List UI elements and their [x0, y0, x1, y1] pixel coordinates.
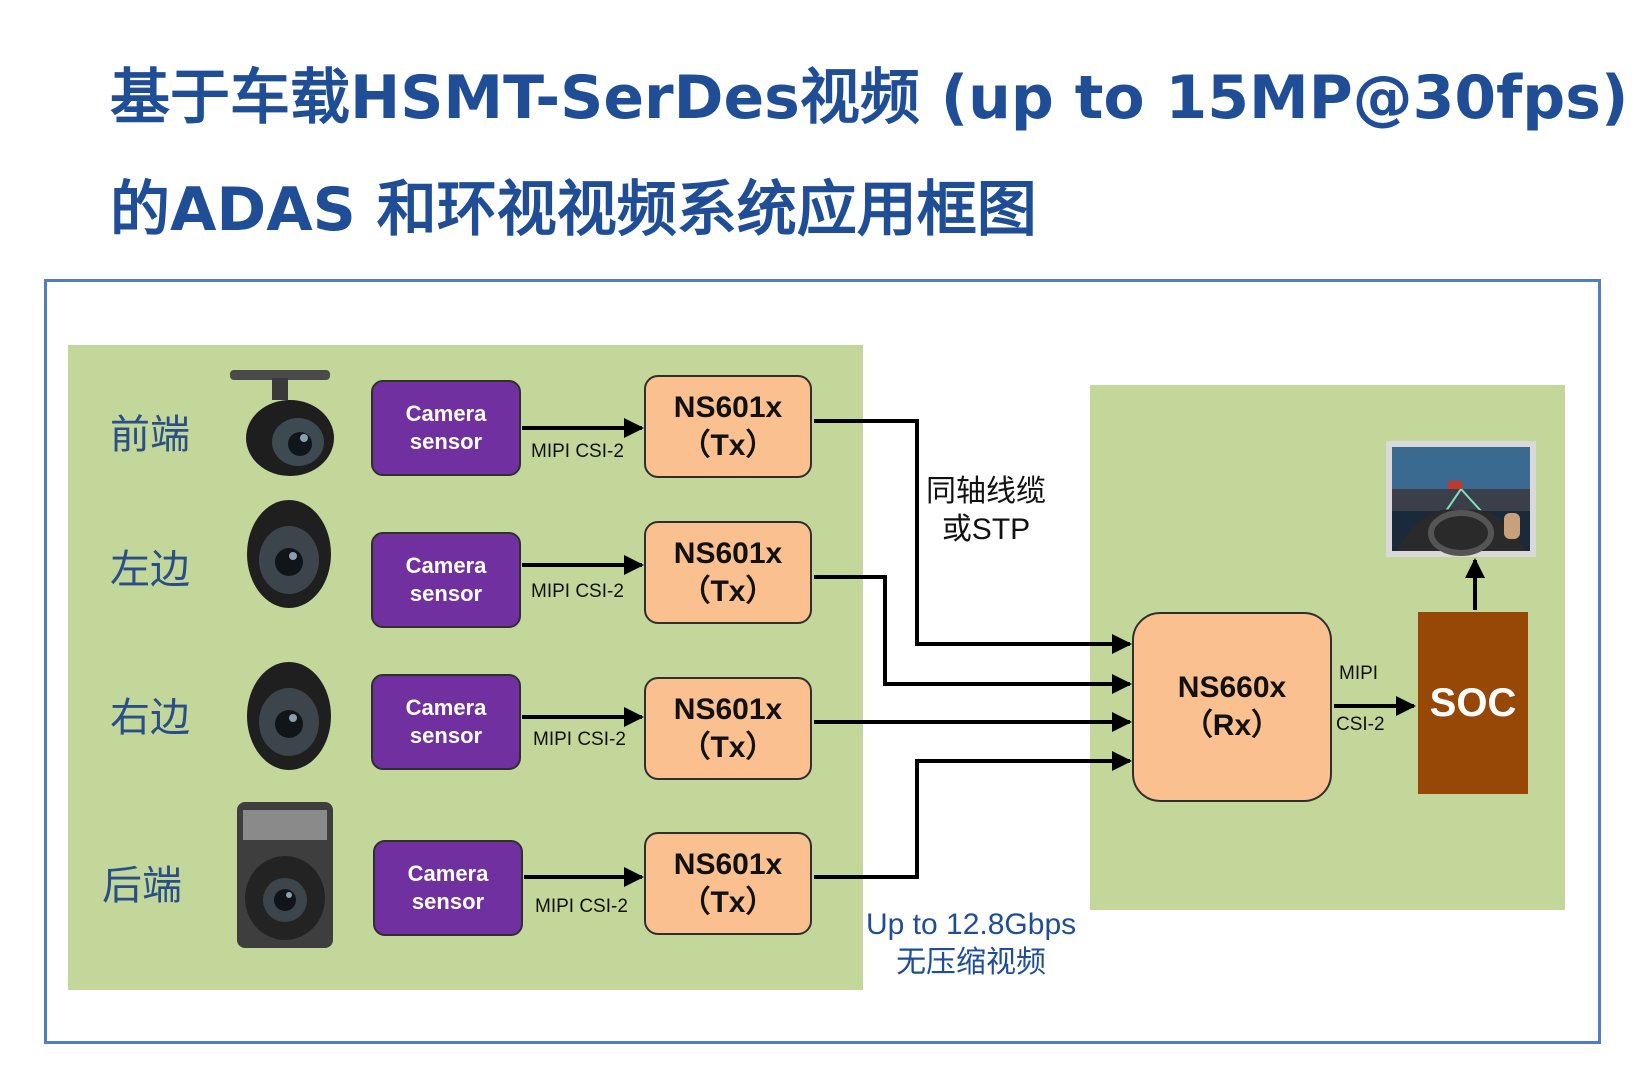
camera-position-label: 左边	[110, 547, 190, 593]
serializer-block: NS601x （Tx）	[644, 832, 812, 935]
mipi-link-label: MIPI CSI-2	[531, 441, 624, 462]
page-title-line-1: 基于车载HSMT-SerDes视频 (up to 15MP@30fps)	[110, 63, 1629, 133]
page-title-line-2: 的ADAS 和环视视频系统应用框图	[110, 175, 1037, 245]
mipi-link-label: MIPI CSI-2	[531, 581, 624, 602]
camera-position-label: 右边	[110, 695, 190, 741]
rear-camera-icon	[237, 802, 333, 948]
cable-label: 同轴线缆 或STP	[926, 473, 1046, 549]
sensor-label: Camera	[407, 861, 489, 886]
deserializer-name: NS660x	[1177, 671, 1287, 704]
serializer-name: NS601x	[673, 390, 783, 424]
bandwidth-rate: Up to 12.8Gbps	[866, 908, 1077, 941]
diagram-frame	[44, 279, 1601, 1044]
bandwidth-label: Up to 12.8Gbps 无压缩视频	[866, 906, 1076, 982]
serializer-block: NS601x （Tx）	[644, 375, 812, 478]
bandwidth-note: 无压缩视频	[896, 945, 1047, 980]
serializer-role: （Tx）	[680, 730, 776, 764]
soc-block: SOC	[1418, 612, 1528, 794]
camera-sensor-block: Camera sensor	[373, 840, 523, 936]
sensor-label: Camera	[405, 553, 487, 578]
camera-sensor-block: Camera sensor	[371, 380, 521, 476]
serializer-name: NS601x	[673, 847, 783, 881]
serializer-name: NS601x	[673, 692, 783, 726]
cable-type-line: 同轴线缆	[926, 474, 1046, 509]
sensor-label: sensor	[409, 723, 483, 748]
right-camera-icon	[247, 662, 331, 770]
serializer-name: NS601x	[673, 536, 783, 570]
deserializer-role: （Rx）	[1182, 709, 1282, 742]
soc-label: SOC	[1429, 680, 1517, 725]
front-camera-icon	[230, 370, 334, 476]
camera-position-label: 前端	[110, 412, 190, 458]
mipi-link-label: MIPI CSI-2	[533, 729, 626, 750]
display-screen-icon	[1386, 441, 1536, 557]
output-link-label: MIPI	[1339, 663, 1379, 684]
cable-type-line: 或STP	[941, 513, 1031, 546]
serializer-block: NS601x （Tx）	[644, 677, 812, 780]
sensor-label: sensor	[409, 581, 483, 606]
serializer-role: （Tx）	[680, 574, 776, 608]
sensor-label: Camera	[405, 695, 487, 720]
sensor-label: Camera	[405, 401, 487, 426]
sensor-label: sensor	[411, 889, 485, 914]
serializer-role: （Tx）	[680, 885, 776, 919]
serializer-role: （Tx）	[680, 428, 776, 462]
output-link-label: CSI-2	[1336, 714, 1385, 735]
camera-sensor-block: Camera sensor	[371, 674, 521, 770]
left-camera-icon	[247, 500, 331, 608]
camera-position-label: 后端	[102, 863, 182, 909]
camera-sensor-block: Camera sensor	[371, 532, 521, 628]
deserializer-block: NS660x （Rx）	[1132, 612, 1332, 802]
mipi-link-label: MIPI CSI-2	[535, 896, 628, 917]
serializer-block: NS601x （Tx）	[644, 521, 812, 624]
sensor-label: sensor	[409, 429, 483, 454]
